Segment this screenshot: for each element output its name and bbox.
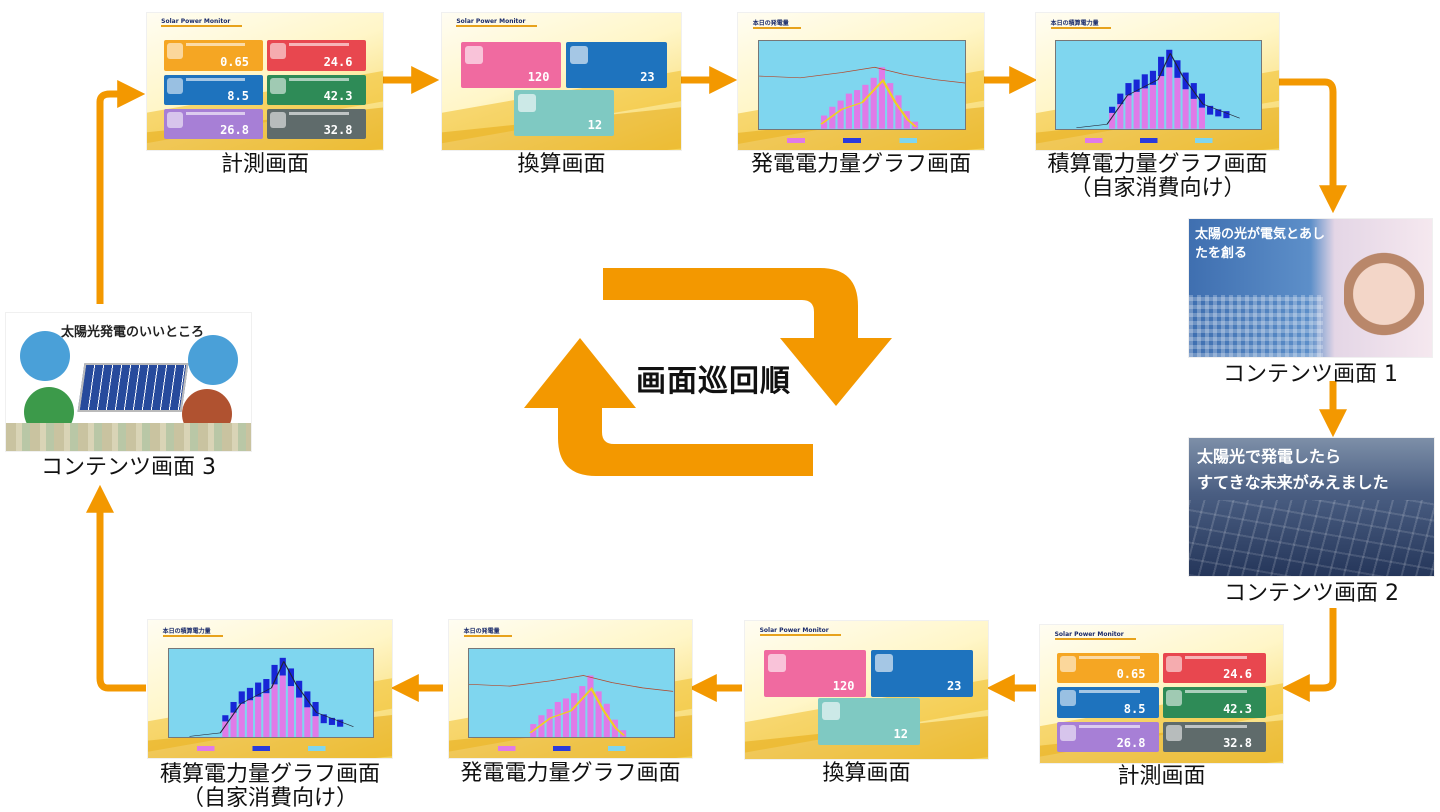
measure-screen-thumbnail-bottom: Solar Power Monitor 0.65 24.6 8.5 42.3 2… xyxy=(1040,625,1283,763)
graph-plot xyxy=(167,647,375,738)
solar-panel-image xyxy=(77,363,189,412)
content2-text: 太陽光で発電したら すてきな未来がみえました xyxy=(1197,444,1389,496)
daily-generation-tile: 42.3 xyxy=(266,74,367,105)
sunlight-tile: 0.65 xyxy=(1057,652,1160,684)
thermometer-icon xyxy=(1166,655,1183,672)
fuel-circle xyxy=(188,335,238,385)
content2-thumbnail: 太陽光で発電したら すてきな未来がみえました xyxy=(1189,438,1434,576)
caption-convert-bottom: 換算画面 xyxy=(822,761,911,786)
thermometer-icon xyxy=(269,43,286,60)
cumulative-graph-thumbnail-bottom: 本日の積算電力量 xyxy=(148,620,392,758)
generation-graph-thumbnail-bottom: 本日の発電量 xyxy=(449,620,692,758)
co2-tile: 120 xyxy=(764,649,867,697)
screen-header: 本日の発電量 xyxy=(752,18,801,30)
caption-measure-top: 計測画面 xyxy=(220,152,309,177)
girl-photo xyxy=(1344,249,1424,349)
graph-plot xyxy=(1055,40,1262,131)
caption-content1: コンテンツ画面 1 xyxy=(1223,362,1398,387)
cumulative-graph-thumbnail: 本日の積算電力量 xyxy=(1036,13,1279,150)
daily-generation-tile: 42.3 xyxy=(1163,687,1266,718)
convert-screen-thumbnail: Solar Power Monitor 120 23 12 xyxy=(442,13,681,150)
tv-tile: 23 xyxy=(871,649,974,697)
tv-tile: 23 xyxy=(566,41,667,89)
current-power-tile: 8.5 xyxy=(163,74,263,105)
tree-icon xyxy=(821,702,840,721)
daily-consumption-tile: 32.8 xyxy=(266,108,367,140)
content2-line1: 太陽光で発電したら xyxy=(1197,447,1342,466)
caption-measure-bottom: 計測画面 xyxy=(1117,764,1206,789)
caption-content3: コンテンツ画面 3 xyxy=(41,455,216,480)
heart-icon xyxy=(1166,724,1183,741)
caption-convert-top: 換算画面 xyxy=(517,152,606,177)
content2-line2: すてきな未来がみえました xyxy=(1197,473,1389,492)
convert-screen-thumbnail-bottom: Solar Power Monitor 120 23 12 xyxy=(745,621,988,759)
screen-header: Solar Power Monitor xyxy=(456,18,538,28)
caption-line2: （自家消費向け） xyxy=(181,786,358,811)
screen-header: Solar Power Monitor xyxy=(161,18,243,28)
center-cycle-arrow-right xyxy=(603,268,892,406)
battery-icon xyxy=(269,77,286,94)
caption-gengraph-top: 発電電力量グラフ画面 xyxy=(750,152,971,177)
daily-consumption-tile: 32.8 xyxy=(1163,721,1266,752)
daily-purchase-tile: 26.8 xyxy=(163,108,263,140)
arrow-cumgraph-to-content3 xyxy=(86,484,146,692)
temperature-tile: 24.6 xyxy=(1163,652,1266,684)
screen-header: Solar Power Monitor xyxy=(1054,631,1136,640)
grid-icon xyxy=(1060,724,1076,741)
sun-icon xyxy=(1060,655,1076,672)
tree-icon xyxy=(517,93,536,112)
co2-tile: 120 xyxy=(461,41,562,89)
tv-icon xyxy=(875,653,894,672)
battery-icon xyxy=(1166,690,1183,707)
screen-header: 本日の積算電力量 xyxy=(162,626,223,637)
co2-circle xyxy=(20,331,70,381)
tv-icon xyxy=(570,45,589,64)
measure-screen-thumbnail: Solar Power Monitor 0.65 24.6 8.5 42.3 2… xyxy=(147,13,383,150)
caption-line2: （自家消費向け） xyxy=(1069,176,1246,201)
daily-purchase-tile: 26.8 xyxy=(1057,721,1160,752)
sunlight-tile: 0.65 xyxy=(163,40,263,71)
screen-header: 本日の発電量 xyxy=(463,626,512,637)
cross-icon xyxy=(465,45,484,64)
screen-header: 本日の積算電力量 xyxy=(1050,18,1111,30)
cedar-tile: 12 xyxy=(513,89,615,137)
panel-icon xyxy=(166,77,183,94)
graph-plot xyxy=(468,647,675,738)
current-power-tile: 8.5 xyxy=(1057,687,1160,718)
city-skyline xyxy=(6,423,251,451)
graph-plot xyxy=(757,40,967,131)
cedar-tile: 12 xyxy=(817,698,920,746)
content3-title: 太陽光発電のいいところ xyxy=(61,325,205,340)
arrow-cumgraph-to-content1 xyxy=(1279,78,1347,214)
temperature-tile: 24.6 xyxy=(266,40,367,71)
caption-content2: コンテンツ画面 2 xyxy=(1224,581,1399,606)
arrow-content2-to-bottom-measure xyxy=(1281,608,1337,702)
center-cycle-arrow-left xyxy=(524,338,813,476)
sun-icon xyxy=(166,43,183,60)
caption-line1: 積算電力量グラフ画面 xyxy=(159,762,380,787)
panel-icon xyxy=(1060,690,1076,707)
content1-thumbnail: 太陽の光が電気とあしたを創る xyxy=(1189,219,1432,357)
cross-icon xyxy=(768,653,787,672)
arrow-content3-to-measure xyxy=(96,80,146,304)
grid-icon xyxy=(166,111,183,128)
caption-line1: 積算電力量グラフ画面 xyxy=(1047,152,1268,177)
content3-thumbnail: 太陽光発電のいいところ xyxy=(6,313,251,451)
caption-cumgraph-bottom: 積算電力量グラフ画面 （自家消費向け） xyxy=(120,763,420,811)
cycle-order-label: 画面巡回順 xyxy=(636,364,791,399)
content1-text: 太陽の光が電気とあしたを創る xyxy=(1195,227,1326,261)
generation-graph-thumbnail: 本日の発電量 xyxy=(738,13,984,150)
caption-cumgraph-top: 積算電力量グラフ画面 （自家消費向け） xyxy=(1006,153,1309,201)
screen-header: Solar Power Monitor xyxy=(759,627,841,636)
heart-icon xyxy=(269,111,286,128)
caption-gengraph-bottom: 発電電力量グラフ画面 xyxy=(460,761,681,786)
